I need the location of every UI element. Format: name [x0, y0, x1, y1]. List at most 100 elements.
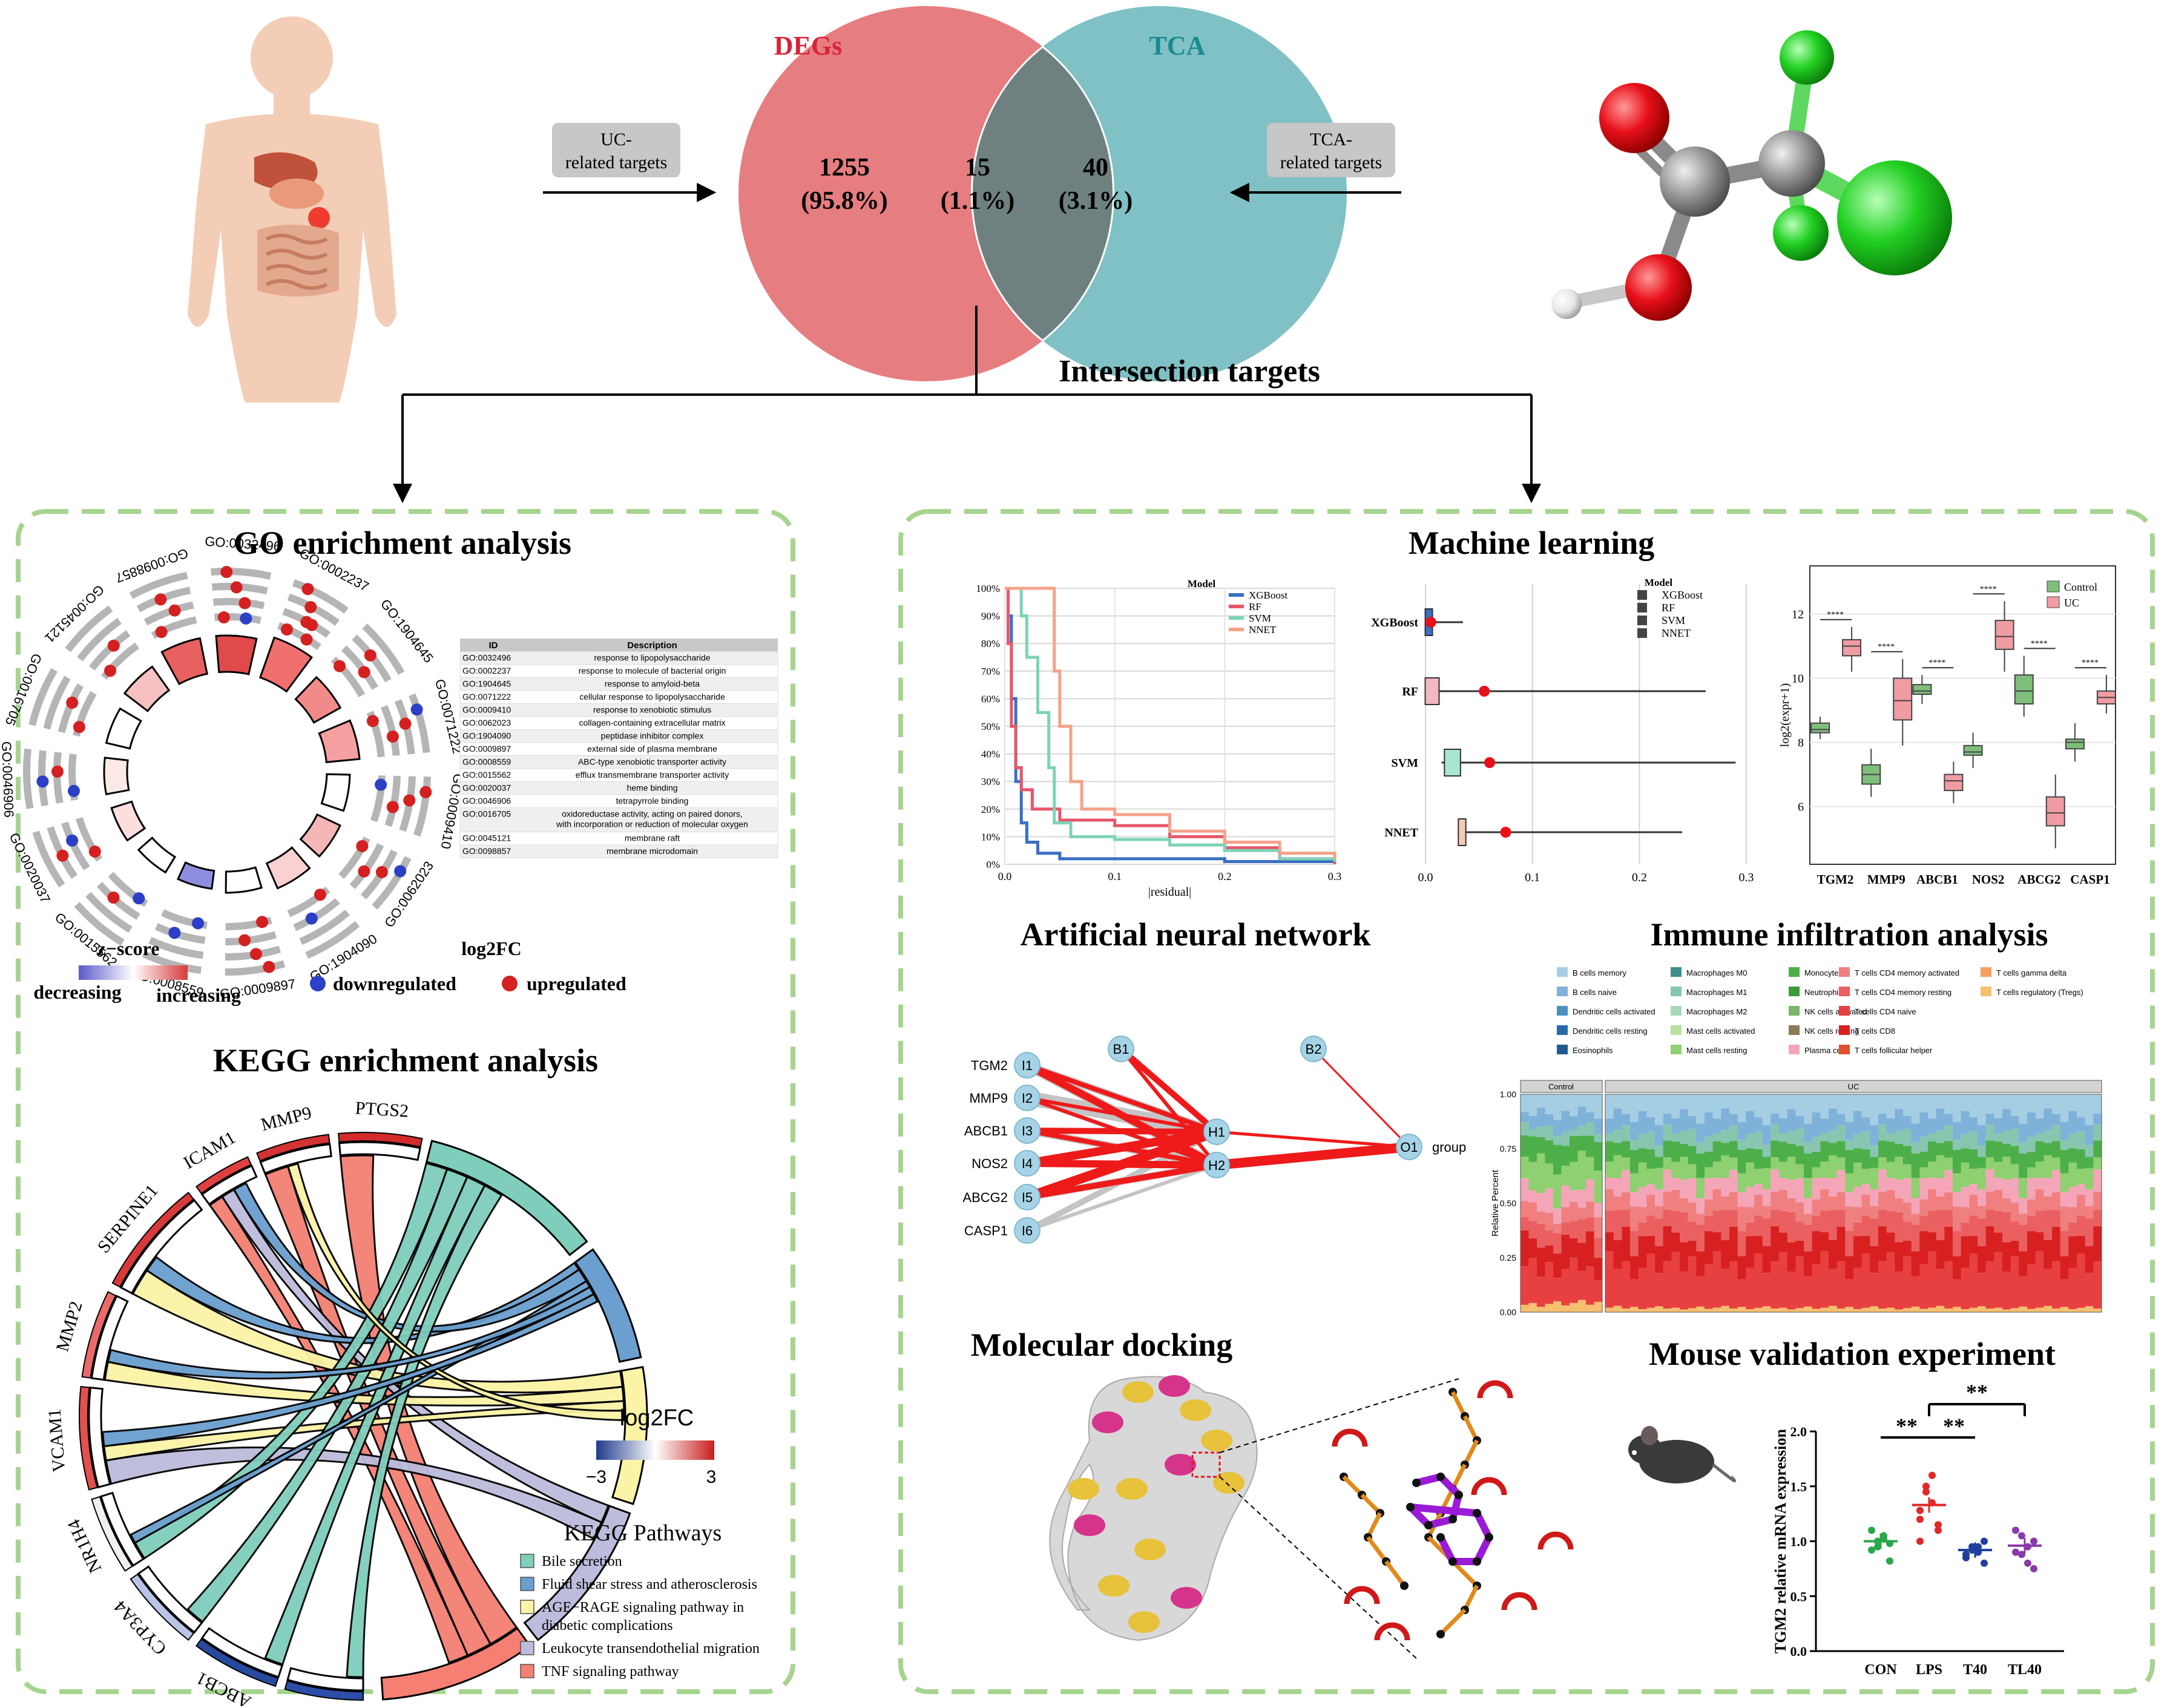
immune-stack-segment	[1820, 1161, 1829, 1178]
expr-xtick: ABCG2	[2017, 872, 2060, 887]
immune-stack-segment	[1570, 1221, 1578, 1238]
kegg-chord-ribbon	[129, 1279, 591, 1544]
immune-stack-segment	[1712, 1177, 1721, 1190]
immune-stack-segment	[1577, 1299, 1586, 1312]
mouse-data-point	[1868, 1546, 1875, 1554]
immune-stack-segment	[1537, 1276, 1545, 1307]
immune-stack-segment	[1688, 1221, 1697, 1241]
immune-ytick: 0.00	[1500, 1307, 1516, 1317]
immune-stack-segment	[1804, 1142, 1813, 1154]
kegg-gene-sector	[200, 1627, 284, 1678]
immune-stack-segment	[1762, 1189, 1771, 1206]
immune-stack-segment	[2010, 1178, 2019, 1203]
immune-stack-segment	[1903, 1256, 1912, 1309]
immune-stack-segment	[1985, 1140, 1994, 1158]
go-grid-ring	[129, 571, 188, 599]
kegg-legend-swatch	[520, 1641, 534, 1655]
immune-stack-segment	[1705, 1178, 1714, 1200]
immune-stack-segment	[2043, 1269, 2053, 1306]
protein-residue-patch	[1116, 1478, 1148, 1500]
immune-stack-segment	[1886, 1141, 1895, 1162]
go-grid-ring	[293, 898, 340, 931]
immune-stack-segment	[1762, 1145, 1771, 1157]
immune-stack-segment	[1870, 1246, 1879, 1273]
immune-stack-segment	[1953, 1149, 1962, 1174]
immune-stack-segment	[1655, 1246, 1664, 1273]
immune-stack-segment	[1994, 1252, 2003, 1308]
immune-stack-segment	[1705, 1199, 1714, 1217]
immune-stack-segment	[1895, 1180, 1904, 1198]
docking-illustration	[1049, 1375, 1574, 1659]
immune-stack-segment	[1553, 1208, 1562, 1224]
kegg-gene-logfc-arc	[195, 1156, 252, 1195]
immune-stack-segment	[1521, 1266, 1529, 1305]
immune-stack-segment	[1936, 1240, 1945, 1269]
immune-stack-segment	[1537, 1193, 1545, 1212]
immune-stack-segment	[2002, 1242, 2011, 1272]
go-ring-label: GO:0046906	[0, 741, 16, 818]
go-zscore-bar	[225, 866, 263, 894]
immune-stack-segment	[1545, 1140, 1554, 1164]
kegg-gene-logfc-arc	[256, 1134, 330, 1162]
kegg-chord-ribbon	[104, 1361, 625, 1407]
immune-stack-segment	[1521, 1112, 1529, 1122]
go-zscore-bar	[137, 836, 177, 874]
immune-stack-segment	[1985, 1114, 1994, 1125]
immune-stack-segment	[1779, 1252, 1788, 1308]
immune-legend-label: NK cells resting	[1804, 1026, 1859, 1036]
immune-stack-segment	[2060, 1307, 2069, 1312]
expression-boxplot-chart: 681012log2(expr+1)****TGM2****MMP9****AB…	[1778, 565, 2116, 887]
immune-stack-segment	[1829, 1094, 1838, 1109]
immune-stack-segment	[1586, 1157, 1594, 1180]
immune-stack-segment	[1762, 1218, 1771, 1246]
immune-stack-segment	[2027, 1137, 2036, 1152]
kegg-legend-label: AGE−RAGE signaling pathway in	[542, 1600, 744, 1615]
immune-stack-segment	[1919, 1309, 1928, 1312]
go-table-cell-id: GO:0016705	[462, 809, 511, 819]
immune-stack-segment	[1729, 1192, 1738, 1210]
immune-stack-segment	[2093, 1114, 2102, 1125]
go-table-cell-desc: response to xenobiotic stimulus	[593, 705, 711, 715]
go-up-dot	[386, 801, 399, 813]
immune-stack-segment	[2035, 1161, 2044, 1178]
immune-stack-segment	[2043, 1240, 2053, 1269]
go-grid-ring	[225, 931, 277, 945]
venn-intersection	[972, 47, 1114, 341]
immune-stack-segment	[1754, 1195, 1763, 1216]
go-desc-line: with incorporation or reduction of molec…	[556, 820, 748, 829]
immune-stack-segment	[1630, 1256, 1639, 1279]
go-table-cell-desc: response to lipopolysaccharide	[594, 653, 710, 663]
immune-stack-segment	[1605, 1251, 1614, 1308]
mouse-data-point	[1974, 1543, 1982, 1551]
residue-bond	[1439, 1608, 1467, 1636]
immune-stack-segment	[1577, 1135, 1586, 1151]
immune-stack-segment	[1553, 1278, 1562, 1302]
svg-text:TCA-: TCA-	[1310, 130, 1352, 149]
ligand-atom	[1455, 1491, 1463, 1499]
immune-stack-segment	[1829, 1306, 1838, 1312]
go-grid-ring	[22, 748, 34, 809]
svg-text:log2FC: log2FC	[461, 938, 522, 959]
immune-stack-segment	[1853, 1094, 1863, 1111]
immune-stack-segment	[1721, 1130, 1730, 1143]
go-table-cell-id: GO:1904090	[462, 731, 511, 741]
immune-stack-segment	[2027, 1199, 2036, 1217]
ann-bias-node	[1300, 1036, 1327, 1062]
immune-stack-segment	[1688, 1256, 1697, 1309]
immune-stack-segment	[1969, 1149, 1978, 1169]
immune-stack-segment	[1762, 1206, 1771, 1218]
immune-stack-segment	[1895, 1271, 1904, 1310]
svg-text:decreasing: decreasing	[33, 981, 121, 1003]
human-body-icon	[188, 16, 396, 402]
immune-stack-segment	[1680, 1131, 1689, 1144]
immune-stack-segment	[1953, 1231, 1962, 1256]
mouse-signif: **	[1896, 1414, 1918, 1438]
immune-stack-segment	[1978, 1306, 1987, 1312]
immune-stack-segment	[1911, 1153, 1920, 1178]
box-row-label: RF	[1402, 685, 1418, 698]
immune-stack-segment	[1729, 1308, 1738, 1312]
immune-stack-segment	[1630, 1140, 1639, 1150]
mouse-data-point	[1916, 1537, 1924, 1545]
immune-stack-segment	[1630, 1307, 1639, 1312]
box-legend-label: RF	[1662, 602, 1675, 614]
